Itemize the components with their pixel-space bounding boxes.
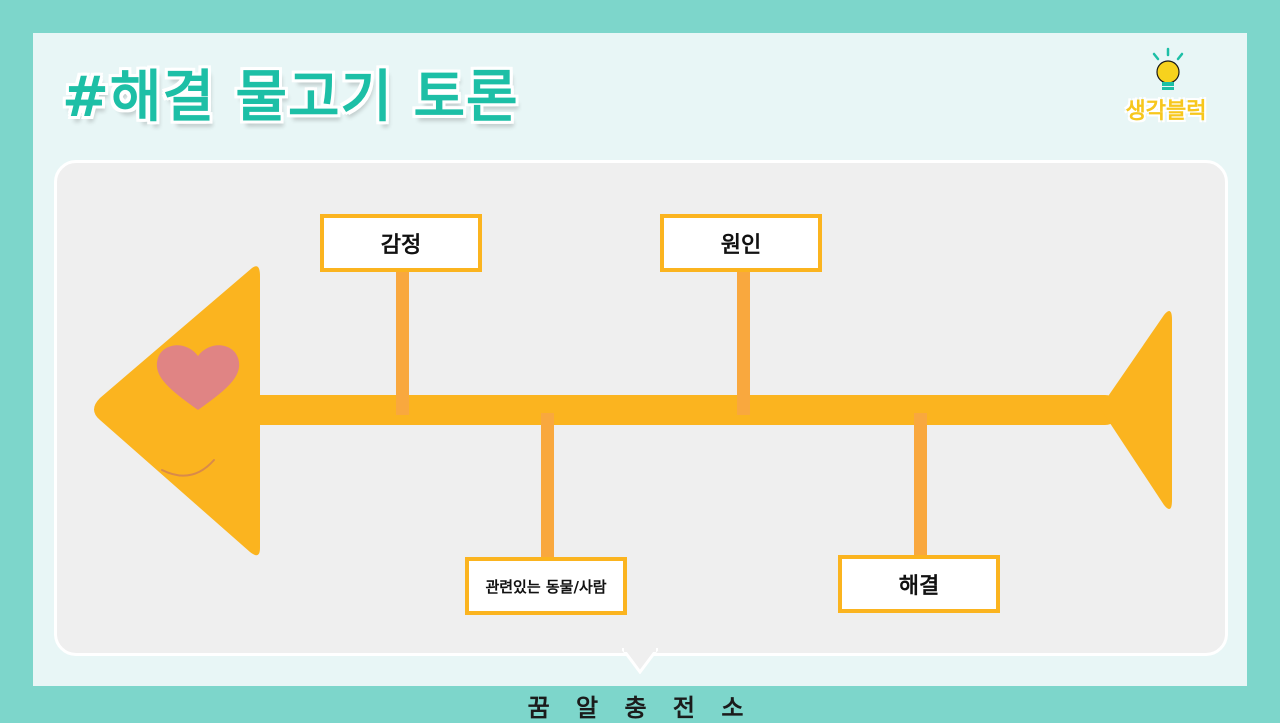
lightbulb-icon bbox=[1152, 47, 1184, 90]
fish-head-icon bbox=[94, 266, 260, 556]
footer-text: 꿈 알 충 전 소 bbox=[527, 693, 753, 722]
page-title: #해결 물고기 토론 bbox=[62, 65, 519, 130]
label-box-emotion: 감정 bbox=[320, 214, 482, 272]
heart-icon bbox=[156, 345, 240, 410]
logo-text: 생각블럭 bbox=[1125, 99, 1207, 124]
label-box-cause: 원인 bbox=[660, 214, 822, 272]
label-emotion: 감정 bbox=[380, 233, 422, 258]
stem-top-left bbox=[396, 268, 409, 415]
board-pointer bbox=[622, 648, 658, 674]
fish-spine bbox=[240, 395, 1120, 425]
stem-top-right bbox=[737, 268, 750, 415]
label-related: 관련있는 동물/사람 bbox=[485, 577, 607, 596]
fish-tail-icon bbox=[1100, 311, 1172, 509]
label-box-solution: 해결 bbox=[838, 555, 1000, 613]
fish-smile bbox=[161, 459, 215, 477]
stem-bottom-left bbox=[541, 413, 554, 563]
stem-bottom-right bbox=[914, 413, 927, 559]
label-box-related: 관련있는 동물/사람 bbox=[465, 557, 627, 615]
label-solution: 해결 bbox=[898, 574, 940, 599]
label-cause: 원인 bbox=[720, 233, 762, 258]
